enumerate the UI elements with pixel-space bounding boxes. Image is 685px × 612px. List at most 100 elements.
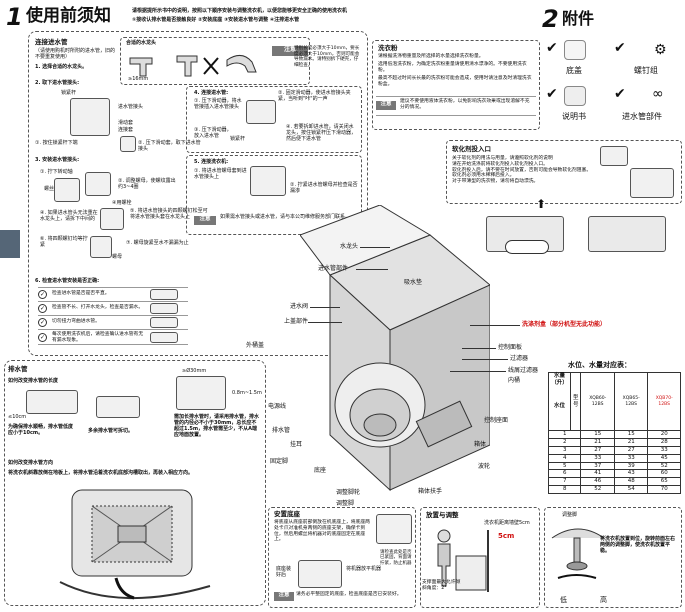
drain-len1: ≤10cm xyxy=(8,414,27,420)
arrow-icon xyxy=(114,577,135,600)
label-faucet: 水龙头 xyxy=(340,243,359,250)
joint-sketch xyxy=(70,98,110,136)
adjust-box xyxy=(544,507,682,608)
check-mark-icon: ✔ xyxy=(546,40,558,56)
s5-sketch xyxy=(250,166,286,196)
inlet-step4: 4. 连接进水管: xyxy=(194,90,229,96)
drain-note2: 多余排水管可拆切。 xyxy=(88,428,134,434)
check-item: ✓ 检查管不长、打开水龙头，检查是否漏水。 xyxy=(38,301,188,315)
check-mark-icon: ✓ xyxy=(38,333,47,342)
softener-line: 软化剂投入后，请不要在时间放置，否则可能会导致软化剂阻塞。 xyxy=(452,167,592,173)
label-inlet-parts: 进水管部件 xyxy=(318,265,349,272)
inlet-note: （请使用购机时所附的进水管，旧的不要重复使用） xyxy=(35,48,116,60)
accessory-label: 进水管部件 xyxy=(622,112,662,121)
s4-1: ①. 压下滑动器，将水管接插入进水管接头 xyxy=(194,98,242,110)
placement-distance: 5cm xyxy=(498,532,515,540)
accessory-label: 说明书 xyxy=(562,112,586,121)
placement-dist: 洗衣机距离墙壁5cm xyxy=(484,520,530,526)
inlet-step2: 2. 取下进水管接头: xyxy=(35,80,80,86)
drain-note1: 为确保排水顺畅，排水管低度应小于10cm。 xyxy=(8,424,74,436)
softener-box xyxy=(446,140,682,204)
base-attention: 请务必平整固定的底座，检查底座是否已安装好。 xyxy=(296,592,402,597)
label-filter: 过滤器 xyxy=(510,355,529,362)
drain-sketch-3 xyxy=(176,376,226,410)
softener-tray-sketch xyxy=(630,168,674,198)
attention-text: 特别长度必须大于10mm，要长度必须大于10mm，否则可能会导致漏水。请特别拆下… xyxy=(294,46,360,68)
base-title: 安置底座 xyxy=(274,510,300,518)
base-side: 请检查此处是否已紧固，背面请拧紧，防止机器 xyxy=(380,550,412,566)
label-lint-filter: 线屑过滤器 xyxy=(508,367,539,374)
s3-screw: 螺丝 xyxy=(44,186,55,192)
drawer-handle xyxy=(505,240,549,254)
inlet-sub1: ①. 按住锁紧杆下端 xyxy=(35,140,78,146)
s3-sketch-1 xyxy=(54,178,80,202)
attention-badge: 注意 xyxy=(272,46,308,56)
check-list: ✓ 检查进水管是否是否平直。 ✓ 检查管不长、打开水龙头，检查是否漏水。 ✓ 切… xyxy=(38,287,188,345)
softener-line: 请在开始洗涤前将软化剂投入软化剂投入口。 xyxy=(452,161,548,167)
detergent-drawer-sketch-2 xyxy=(588,216,666,252)
adjust-foot-illustration xyxy=(551,528,605,579)
section1-header: 1 使用前须知 请根据提所示书中的说明，按照以下顺序安装与调整洗衣机，以便您能够… xyxy=(6,3,416,31)
s3-6: ⑥. 将四颗螺钉均等拧紧 xyxy=(40,236,88,248)
step4-box xyxy=(186,86,362,153)
s3-screw-cap: 螺母 xyxy=(112,254,123,260)
hose-kit-icon: ∞ xyxy=(652,86,664,102)
softener-line: 软化剂必须用水稀释后投入。 xyxy=(452,173,515,179)
label-cabinet: 箱体 xyxy=(474,441,487,448)
check-title: 6. 检查进水管安装是否正确: xyxy=(35,278,100,284)
check-illustration xyxy=(150,303,178,314)
step5-box xyxy=(186,155,362,235)
drain-title: 排水管 xyxy=(8,365,28,373)
label-handle: 箱体扶手 xyxy=(418,488,443,495)
detergent-note: 建议不要使用液体洗衣粉，以免影响洗衣效果或出现溶解不充分的情况。 xyxy=(400,99,530,110)
base-cover-icon xyxy=(564,40,586,60)
base-sketch-2 xyxy=(298,560,342,588)
check-illustration xyxy=(150,332,178,343)
label-fix-frame: 固定脚 xyxy=(270,458,289,465)
drain-sketch-2 xyxy=(96,396,140,418)
softener-lines: 关于软化剂的用法与用量，请遵照软化剂的说明 请在开始洗涤前将软化剂投入软化剂投入… xyxy=(452,156,592,185)
placement-box xyxy=(420,507,540,608)
detergent-line: 最高不超过时间长长最的洗衣粉可能会造成，使用时请注意及时清理洗衣粉盒。 xyxy=(378,76,532,87)
water-level-table: 水量（升） 水位 型号 XQB60-12BS XQB65-12BS XQB70-… xyxy=(547,372,681,494)
check-mark-icon: ✓ xyxy=(38,290,47,299)
inlet-step1: 1. 选择合适的水龙头。 xyxy=(35,64,88,70)
softener-bottle-sketch xyxy=(600,146,628,166)
s3-7: ⑦. 螺母旋紧至水不漏漏为止 xyxy=(126,240,189,246)
s5-1: ①. 将进水管螺母套到进水管接头上 xyxy=(194,168,247,180)
inlet-title: 连接进水管 xyxy=(35,38,68,46)
drain-sub1: 如何改变排水管的长度 xyxy=(8,378,59,384)
attention4-badge: 注意 xyxy=(274,592,294,601)
s4-4: ④. 若要拆卸进水管，请关闭水龙头，按住锁紧杆压下滑动器，然后便下进水管 xyxy=(286,124,357,142)
arrow-up-icon: ⬆ xyxy=(536,197,547,211)
s3-sketch-3 xyxy=(100,208,124,230)
accessory-item: ✔ 底盖 xyxy=(546,38,608,78)
accessory-item: ✔ ∞ 进水管部件 xyxy=(614,84,676,124)
adjust-low: 低 xyxy=(560,596,567,604)
s4-sketch-1 xyxy=(246,100,276,124)
base-sketch-1 xyxy=(376,514,412,544)
sliding-sleeve-label: 滑动套 xyxy=(118,120,134,126)
accessory-item: ✔ 说明书 xyxy=(546,84,608,124)
accessory-label: 底盖 xyxy=(566,66,582,75)
detergent-line: 请根据洗涤物重量及所选择的水量选择洗衣粉量。 xyxy=(378,54,484,59)
accessories-grid: ✔ 底盖 ✔ ⚙ 螺钉组 ✔ 说明书 ✔ ∞ 进水管部件 xyxy=(546,38,676,128)
inlet-step5: 5. 连接洗衣机: xyxy=(194,159,229,165)
water-table: 水量（升） 水位 型号 XQB60-12BS XQB65-12BS XQB70-… xyxy=(547,372,681,494)
label-control-panel: 控制面板 xyxy=(498,344,523,351)
placement-title: 放置与调整 xyxy=(426,511,459,519)
inlet-joint-label: 进水管接头 xyxy=(118,104,144,110)
placement-illustration xyxy=(437,529,489,592)
softener-title: 软化剂投入口 xyxy=(452,145,491,153)
section2-header: 2 附件 xyxy=(542,5,662,34)
inlet-sub2: ②. 压下滑动套，取下进水管接头 xyxy=(138,140,201,152)
detergent-title: 洗衣粉 xyxy=(378,44,398,52)
section2-title: 附件 xyxy=(562,9,595,28)
